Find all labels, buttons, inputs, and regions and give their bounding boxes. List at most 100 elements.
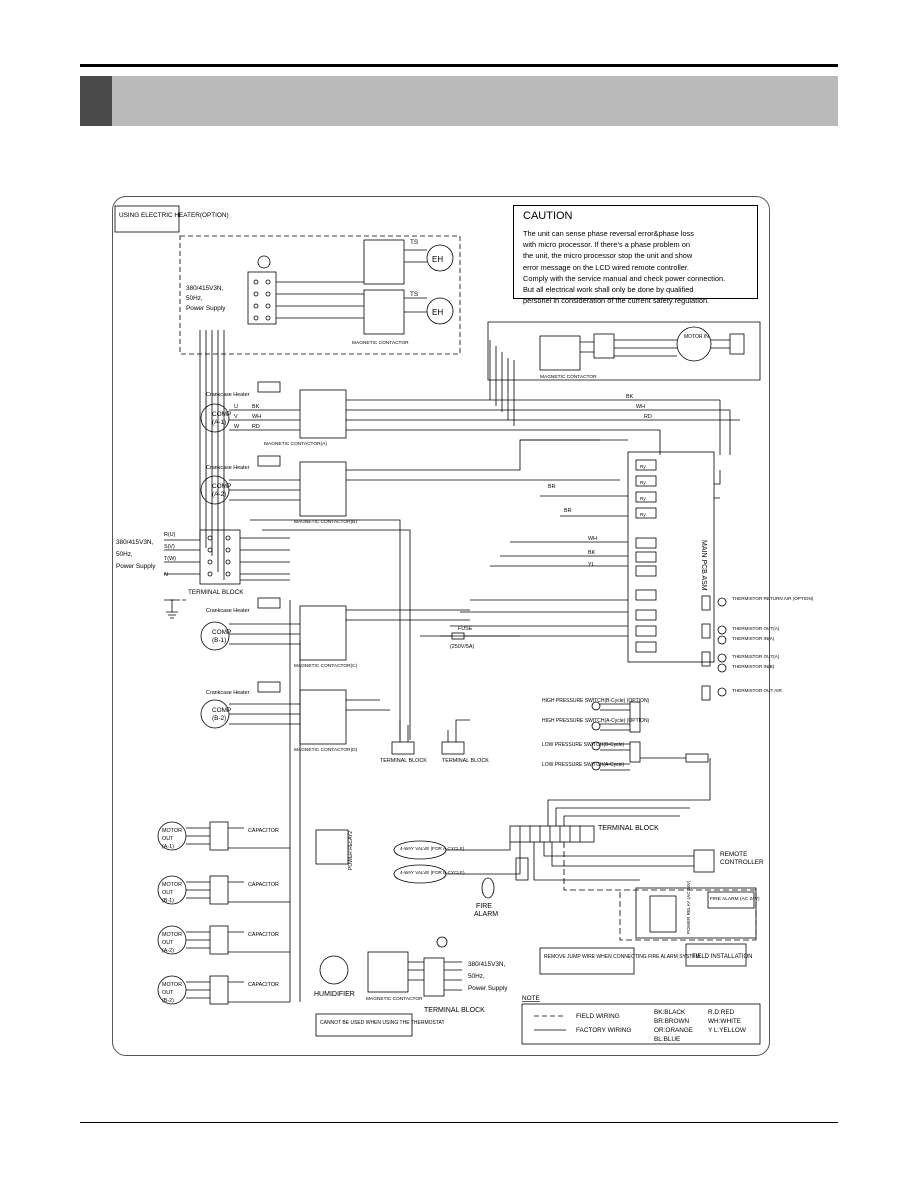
- wire-yl-1: YL: [588, 562, 595, 568]
- motor-a2-name: MOTOR: [162, 932, 182, 938]
- fuse-rating: (250V/5A): [450, 644, 474, 650]
- comp-block-a2: [200, 455, 347, 517]
- field-installation-label-box: [685, 943, 747, 967]
- fire-alarm-l2: ALARM: [474, 911, 498, 918]
- heater-eh2: [426, 297, 454, 325]
- humidifier-label: HUMIDIFIER: [314, 991, 355, 998]
- power-top-2: 50Hz,: [186, 295, 203, 302]
- wire-wh-1: WH: [252, 414, 261, 420]
- pressure-switch-icons: [591, 701, 641, 771]
- heater-eh1: [426, 244, 454, 272]
- heater-contactor-1: [363, 239, 405, 285]
- pressure-switch-1: HIGH PRESSURE SWITCH(B-Cycle) (OPTION): [542, 698, 650, 704]
- thermistor-3: THERMISTOR IN(A): [732, 636, 775, 641]
- jump-note: REMOVE JUMP WIRE WHEN CONNECTING FIRE AL…: [544, 954, 700, 960]
- eh2-label: EH: [432, 308, 443, 317]
- wire-bk-3: BK: [588, 550, 596, 556]
- heater-terminal-block: [247, 271, 277, 325]
- humidifier-note-box: [315, 1013, 413, 1037]
- humidifier-note: CANNOT BE USED WHEN USING THE THERMOSTAT: [320, 1020, 445, 1026]
- motor-in-terminal: [593, 333, 615, 359]
- pcb-relays: [635, 459, 657, 653]
- comp-a1-mc: MAGNETIC CONTACTOR(A): [264, 441, 327, 447]
- motor-a1-cap: CAPACITOR: [248, 828, 279, 834]
- fire-alarm-l1: FIRE: [476, 903, 492, 910]
- comp-a2-mc: MAGNETIC CONTACTOR(B): [294, 519, 357, 525]
- phase-r: R(U): [164, 532, 176, 538]
- motor-b1-cap: CAPACITOR: [248, 882, 279, 888]
- field-fire-alarm-label: FIRE ALARM (AC 24V): [710, 896, 760, 902]
- ground-icon: [257, 255, 271, 269]
- eh1-label: EH: [432, 255, 443, 264]
- jump-note-box: [539, 947, 635, 975]
- heater-contactor-2: [363, 289, 405, 335]
- fuse-icon: [451, 632, 465, 640]
- wire-wh-3: WH: [588, 536, 597, 542]
- fuse-label: FUSE: [458, 626, 473, 632]
- legend-yl: Y L:YELLOW: [708, 1027, 747, 1034]
- comp-a2-heater: Crankcase Heater: [206, 465, 250, 471]
- top-rule: [80, 64, 838, 67]
- legend-bk: BK:BLACK: [654, 1009, 686, 1016]
- header-band: [80, 76, 838, 126]
- thermistor-icon: [717, 635, 727, 645]
- field-fire-alarm: [707, 891, 755, 909]
- main-pcb: [627, 451, 715, 663]
- comp-b2-mc: MAGNETIC CONTACTOR(D): [294, 747, 358, 753]
- thermistor-5: THERMISTOR IN(B): [732, 664, 775, 669]
- field-relay-label: POWER RELAY (AC 24V): [686, 880, 691, 934]
- legend-rd: R.D:RED: [708, 1009, 735, 1016]
- power-relay2-label: POWER RELAY2: [348, 831, 354, 870]
- pressure-switch-2: HIGH PRESSURE SWITCH(A-Cycle) (OPTION): [542, 718, 650, 724]
- ts2-label: TS: [410, 291, 418, 298]
- remote-l2: CONTROLLER: [720, 859, 764, 866]
- motor-a1-sub: OUT: [162, 836, 174, 842]
- comp-a2-name: COMP: [212, 483, 231, 490]
- terminal-block-right-label: TERMINAL BLOCK: [598, 825, 659, 832]
- thermistor-2: THERMISTOR OUT(A): [732, 626, 780, 631]
- comp-b1-name: COMP: [212, 629, 231, 636]
- power-relay2: [315, 829, 349, 865]
- phase-n: N: [164, 572, 168, 578]
- pcb-lower-connector: [685, 753, 709, 763]
- wire-bk-2: BK: [626, 394, 634, 400]
- terminal-block-center-b: [441, 741, 465, 755]
- legend-bl: BL:BLUE: [654, 1036, 680, 1043]
- jump-wire-box: [515, 857, 529, 881]
- motor-in-contactor: [539, 335, 581, 371]
- comp-block-a1: [200, 381, 347, 439]
- caution-box: CAUTION The unit can sense phase reversa…: [513, 205, 758, 305]
- ground-icon: [436, 936, 448, 948]
- caution-title: CAUTION: [523, 210, 573, 222]
- caution-text: The unit can sense phase reversal error&…: [523, 229, 726, 306]
- fire-alarm-icon: [481, 877, 495, 899]
- legend-box: [521, 1003, 761, 1045]
- phase-u: U: [234, 404, 238, 410]
- left-terminal-block: [199, 529, 241, 585]
- motor-b1-id: (B-1): [162, 898, 174, 904]
- motor-a2-sub: OUT: [162, 940, 174, 946]
- terminal-block-bottom: [423, 957, 445, 997]
- motor-b1-name: MOTOR: [162, 882, 182, 888]
- legend-wh: WH:WHITE: [708, 1018, 741, 1025]
- comp-b1-id: (B-1): [212, 637, 226, 644]
- power-bottom-3: Power Supply: [468, 985, 508, 992]
- ground-icon: [166, 599, 178, 619]
- comp-b1-mc: MAGNETIC CONTACTOR(C): [294, 663, 358, 669]
- field-power-relay: [649, 895, 677, 933]
- motor-in-mc-label: MAGNETIC CONTACTOR: [540, 374, 597, 380]
- pcb-relay-label-3: Ry: [640, 496, 646, 501]
- wire-bk-1: BK: [252, 404, 260, 410]
- thermistor-6: THERMISTOR OUT AIR: [732, 688, 783, 693]
- header-tab: [80, 76, 112, 126]
- valve-b-label: 4-WAY VALVE (FOR B-CYCLE): [400, 870, 465, 875]
- ts1-label: TS: [410, 239, 418, 246]
- power-top-1: 380/415V3N,: [186, 285, 224, 292]
- terminal-block-center-a: [391, 741, 415, 755]
- wire-rd-1: RD: [252, 424, 260, 430]
- comp-b2-heater: Crankcase Heater: [206, 690, 250, 696]
- comp-b2-id: (B-2): [212, 715, 226, 722]
- pressure-switch-3: LOW PRESSURE SWITCH(B-Cycle): [542, 742, 625, 748]
- motor-b2-id: (B-2): [162, 998, 174, 1004]
